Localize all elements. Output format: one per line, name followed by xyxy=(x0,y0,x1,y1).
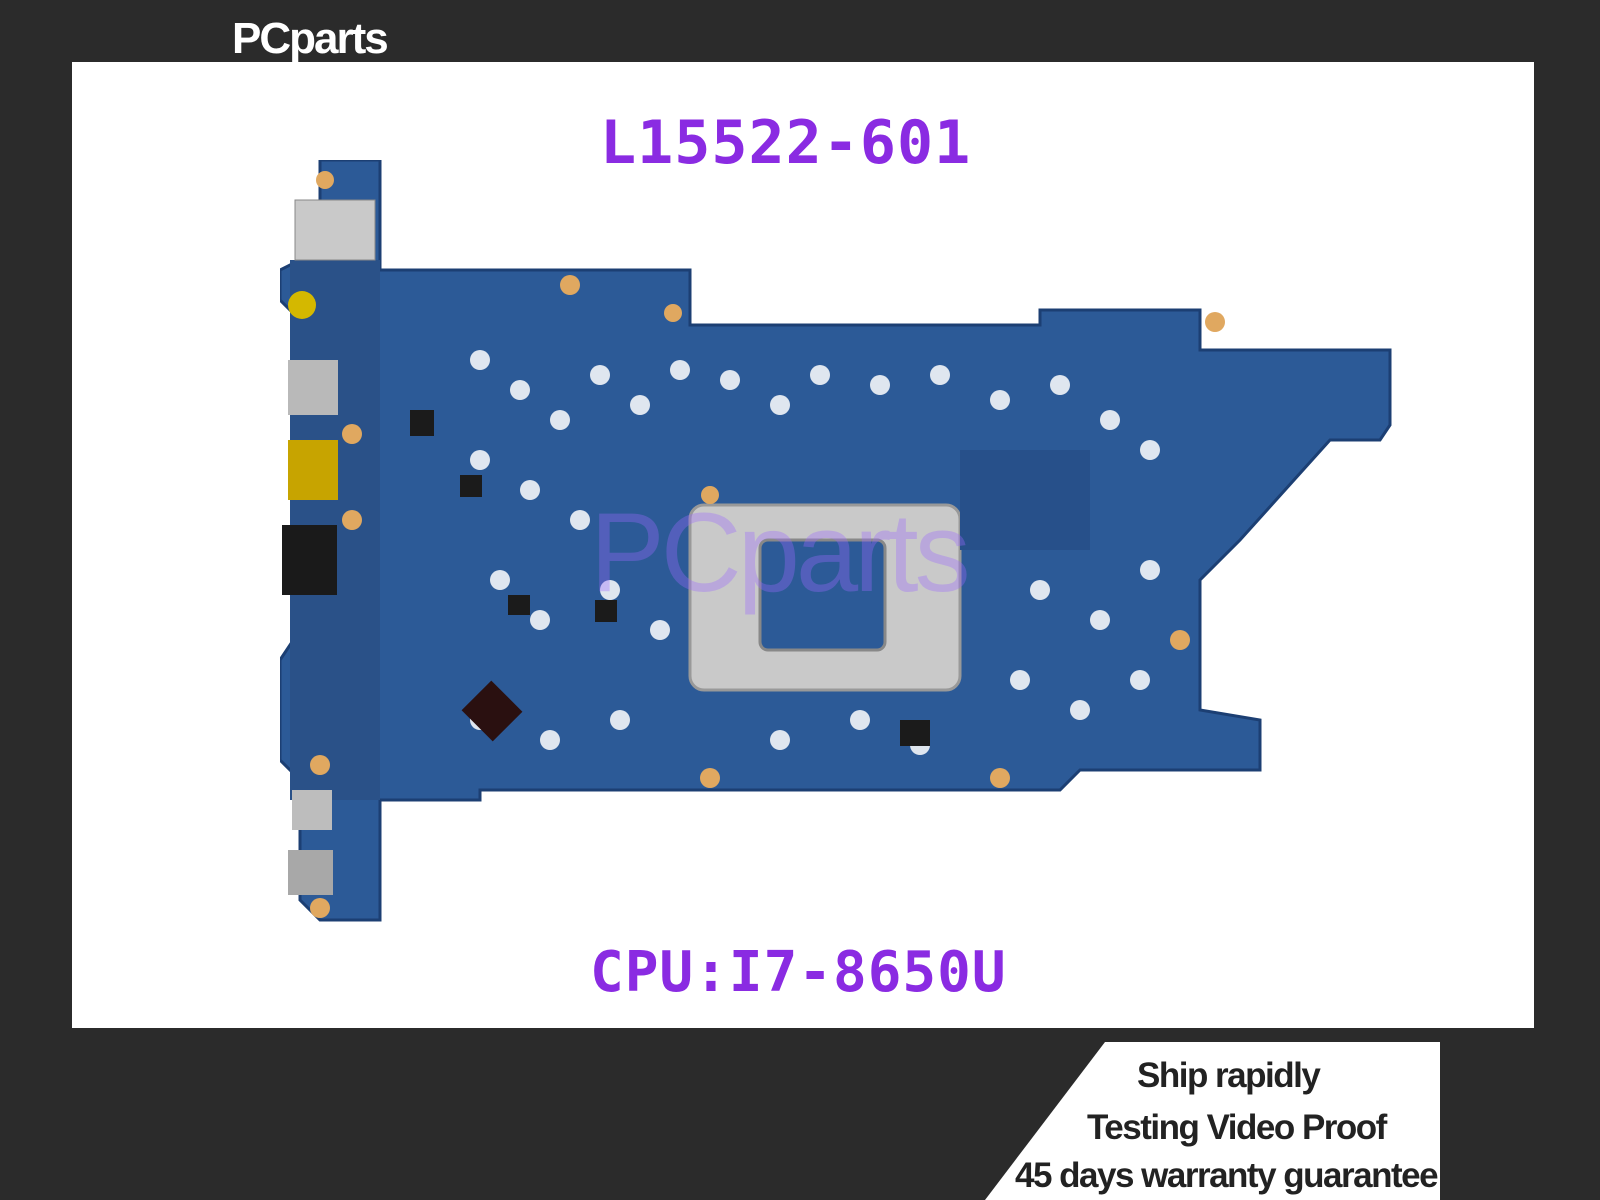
audio-jack-icon xyxy=(288,291,316,319)
watermark-text: PCparts xyxy=(590,490,971,615)
motherboard-photo xyxy=(280,160,1392,922)
cpu-die-area xyxy=(758,538,887,652)
ethernet-port-icon xyxy=(282,525,337,595)
brand-logo-text: PCparts xyxy=(232,14,389,63)
power-jack-icon xyxy=(288,850,333,895)
promo-testing-text: Testing Video Proof xyxy=(1087,1108,1387,1147)
ic-chips xyxy=(410,410,1090,746)
promo-banner-shape xyxy=(985,1042,1440,1200)
cpu-model-label: CPU:I7-8650U xyxy=(590,940,1007,1005)
promo-banner: Ship rapidly Testing Video Proof 45 days… xyxy=(985,1042,1440,1200)
part-number-label: L15522-601 xyxy=(600,108,972,178)
sim-slot-icon xyxy=(294,199,376,261)
board-pads xyxy=(470,350,1160,755)
usb-c-port-icon xyxy=(288,360,338,415)
promo-shipping-text: Ship rapidly xyxy=(1137,1056,1321,1095)
promo-warranty-text: 45 days warranty guarantee xyxy=(1015,1156,1439,1195)
usb-port-icon xyxy=(292,790,332,830)
hdmi-port-icon xyxy=(288,440,338,500)
